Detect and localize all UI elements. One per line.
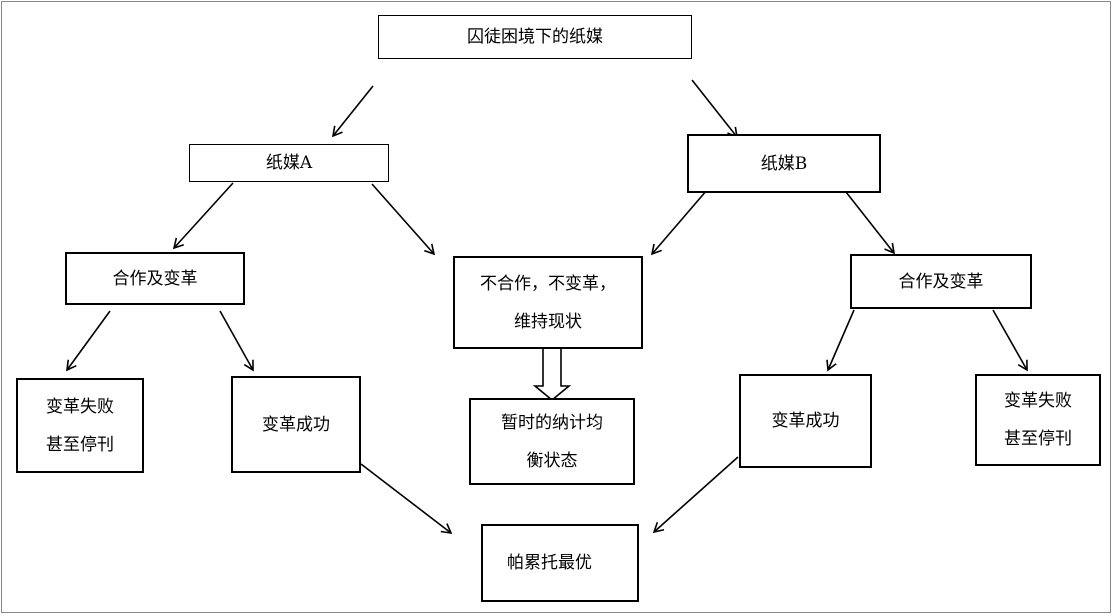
node-b-success-label: 变革成功 — [771, 411, 840, 431]
node-root: 囚徒困境下的纸媒 — [378, 15, 692, 59]
node-pareto-optimal-label: 帕累托最优 — [507, 553, 592, 573]
edge-a-success-to-pareto — [360, 463, 453, 535]
node-paper-a-label: 纸媒A — [265, 153, 313, 173]
node-b-success: 变革成功 — [739, 374, 872, 468]
node-b-fail-label: 变革失败 甚至停刊 — [1004, 391, 1072, 449]
node-status-quo-label: 不合作，不变革， 维持现状 — [480, 273, 616, 332]
node-paper-a: 纸媒A — [189, 144, 389, 182]
edge-b-success-to-pareto — [652, 456, 739, 534]
edge-paper-b-to-cooperate — [845, 191, 896, 255]
node-status-quo: 不合作，不变革， 维持现状 — [453, 256, 643, 349]
node-paper-b: 纸媒B — [687, 134, 881, 193]
node-b-fail: 变革失败 甚至停刊 — [975, 374, 1101, 466]
node-a-success: 变革成功 — [231, 376, 361, 473]
node-nash-equilibrium: 暂时的纳计均 衡状态 — [469, 398, 635, 485]
node-pareto-optimal: 帕累托最优 — [481, 524, 639, 602]
edge-root-to-paper-a — [331, 85, 374, 138]
edge-paper-b-to-status-quo — [650, 189, 708, 256]
edge-b-cooperate-to-fail — [992, 309, 1028, 372]
edge-b-cooperate-to-success — [826, 309, 855, 372]
node-a-cooperate: 合作及变革 — [65, 252, 245, 305]
node-a-cooperate-label: 合作及变革 — [112, 268, 198, 289]
node-a-fail: 变革失败 甚至停刊 — [16, 378, 144, 473]
node-root-label: 囚徒困境下的纸媒 — [467, 27, 603, 47]
edge-a-cooperate-to-success — [219, 310, 254, 372]
edge-paper-a-to-status-quo — [371, 183, 436, 256]
edge-a-cooperate-to-fail — [66, 310, 111, 372]
edge-root-to-paper-b — [691, 79, 739, 139]
node-nash-equilibrium-label: 暂时的纳计均 衡状态 — [501, 412, 603, 471]
node-b-cooperate: 合作及变革 — [850, 254, 1032, 309]
node-b-cooperate-label: 合作及变革 — [898, 271, 984, 292]
edge-paper-a-to-cooperate — [172, 182, 234, 250]
node-a-fail-label: 变革失败 甚至停刊 — [46, 396, 114, 455]
node-a-success-label: 变革成功 — [262, 414, 330, 435]
node-paper-b-label: 纸媒B — [760, 153, 808, 174]
